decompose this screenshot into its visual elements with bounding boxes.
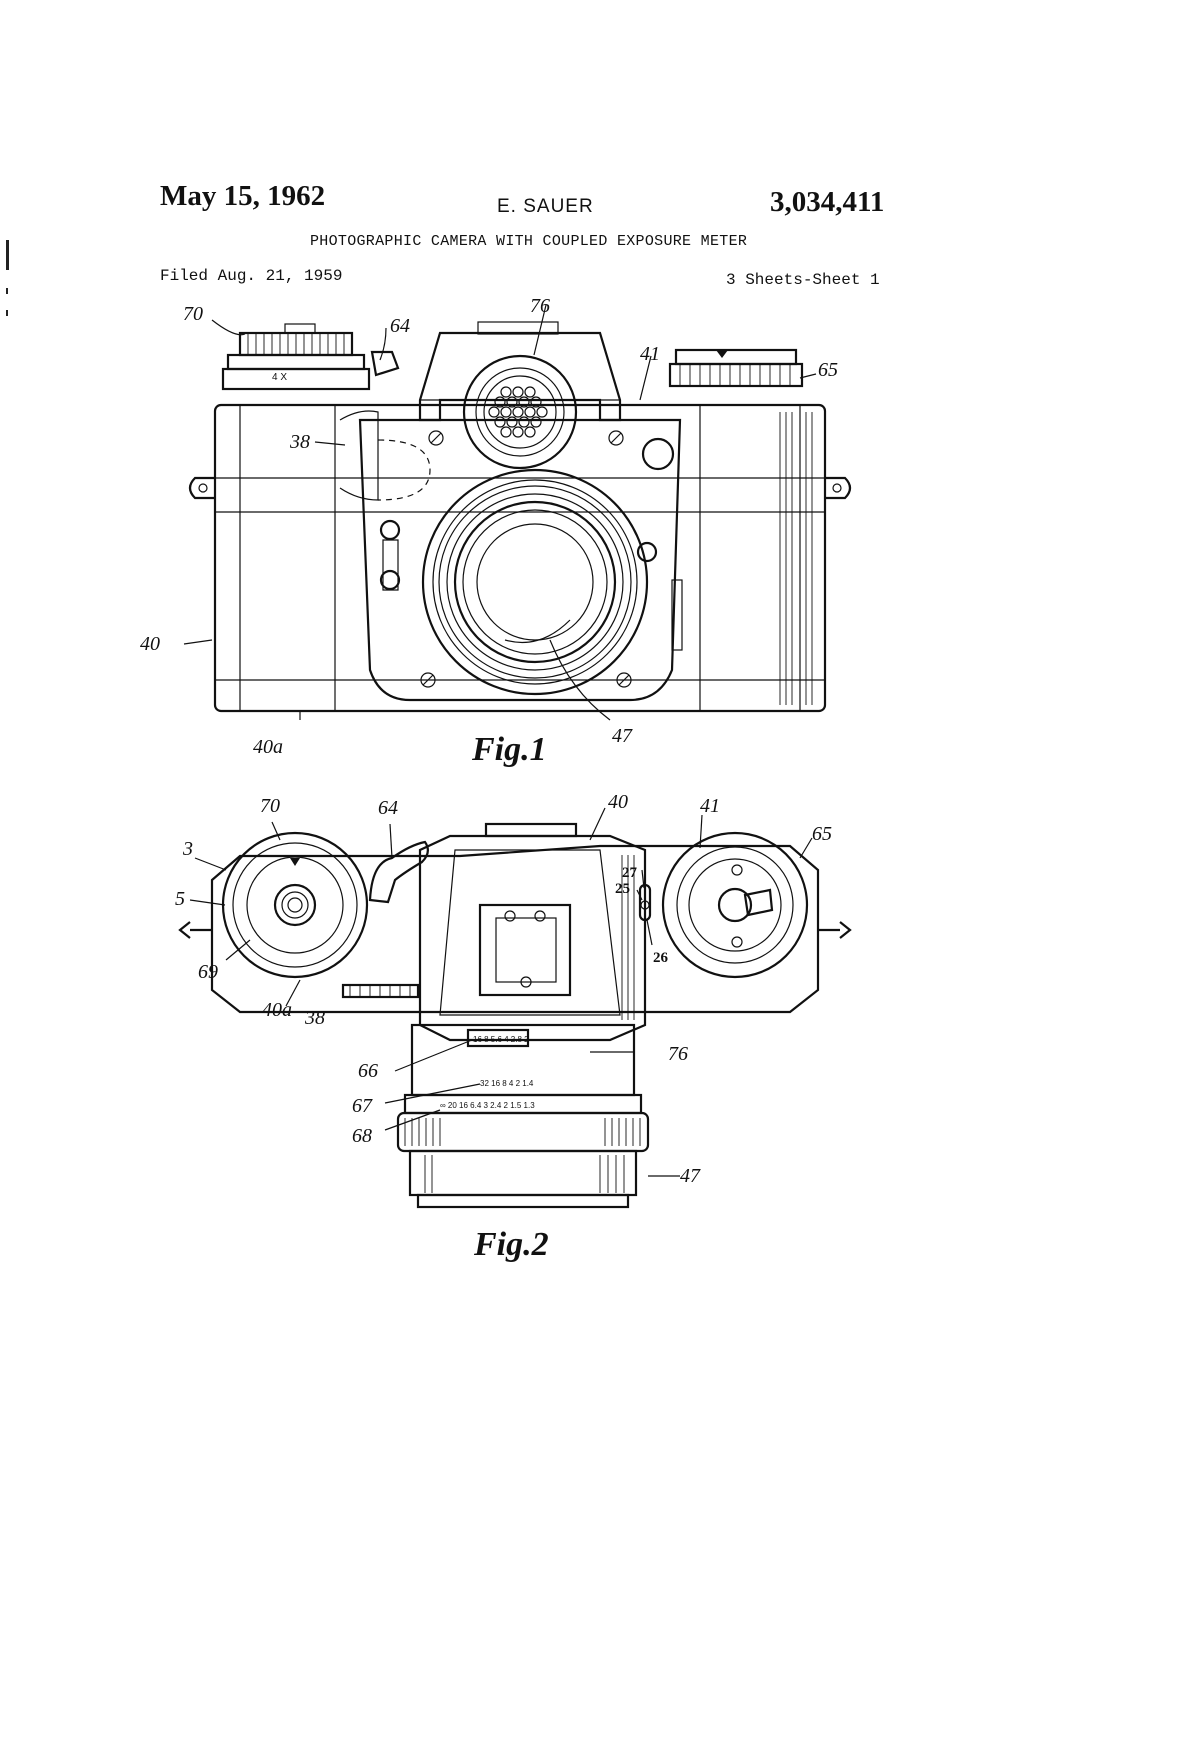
ref-67: 67 <box>352 1095 373 1117</box>
shutter-dial-left: 4 X <box>221 323 371 391</box>
figure-2-camera-top: 16 8 5.6 4 2.8 2 32 16 8 4 2 1.4 ∞ 20 16… <box>175 791 852 1263</box>
lens-side-view: 16 8 5.6 4 2.8 2 32 16 8 4 2 1.4 ∞ 20 16… <box>396 1023 650 1209</box>
ref-64-fig2: 64 <box>378 797 398 819</box>
fig-1-caption: Fig.1 <box>471 731 547 768</box>
figure-1-camera-front: 4 X <box>140 295 852 768</box>
ref-70-fig2: 70 <box>260 795 280 817</box>
ref-41-fig2: 41 <box>700 795 720 817</box>
patent-number: 3,034,411 <box>770 186 885 218</box>
reference-leaders-fig2 <box>189 807 813 1177</box>
screws <box>420 430 632 688</box>
sheet-count: 3 Sheets-Sheet 1 <box>726 271 880 289</box>
reference-leaders <box>183 304 817 721</box>
ref-25: 25 <box>615 881 630 897</box>
film-advance-dial-right <box>668 348 804 388</box>
ref-64: 64 <box>390 315 410 337</box>
ref-38-fig2: 38 <box>304 1007 325 1029</box>
ref-3: 3 <box>182 838 193 860</box>
lock-lever <box>638 883 652 922</box>
dial-scale-text: 4 X <box>272 372 287 383</box>
prism-top <box>418 822 647 1042</box>
patent-date: May 15, 1962 <box>160 180 326 212</box>
camera-body-front <box>188 403 852 713</box>
ref-69: 69 <box>198 961 218 983</box>
ref-41: 41 <box>640 343 660 365</box>
self-timer-lamp <box>641 437 675 471</box>
rewind-lever <box>370 350 400 377</box>
ref-47: 47 <box>612 725 633 747</box>
scan-mark <box>6 240 9 270</box>
ref-27: 27 <box>622 865 638 881</box>
release-knob-top <box>341 983 420 999</box>
ref-38: 38 <box>289 431 310 453</box>
shutter-dial-top <box>221 831 369 979</box>
ref-26: 26 <box>653 950 669 966</box>
inventor-name: E. SAUER <box>497 196 594 217</box>
meter-scale-text: 16 8 5.6 4 2.8 2 <box>473 1035 529 1044</box>
scan-mark <box>6 310 8 316</box>
ref-76-fig2: 76 <box>668 1043 688 1065</box>
release-knob <box>339 410 379 501</box>
ref-65-fig2: 65 <box>812 823 832 845</box>
camera-body-top <box>210 844 820 1014</box>
ref-65: 65 <box>818 359 838 381</box>
side-controls <box>379 519 683 651</box>
ref-47-fig2: 47 <box>680 1165 701 1187</box>
advance-dial-top <box>661 831 809 979</box>
distance-scale-text: ∞ 20 16 6.4 3 2.4 2 1.5 1.3 <box>440 1101 535 1110</box>
patent-title: PHOTOGRAPHIC CAMERA WITH COUPLED EXPOSUR… <box>310 233 748 250</box>
fig-2-caption: Fig.2 <box>473 1226 549 1263</box>
ref-40a: 40a <box>253 736 283 758</box>
ref-40-fig2: 40 <box>608 791 628 813</box>
lens-assembly <box>421 468 649 696</box>
aperture-scale-text: 32 16 8 4 2 1.4 <box>480 1079 534 1088</box>
filing-date: Filed Aug. 21, 1959 <box>160 267 343 285</box>
ref-66: 66 <box>358 1060 378 1082</box>
ref-70: 70 <box>183 303 203 325</box>
scan-mark <box>6 288 8 294</box>
ref-40: 40 <box>140 633 160 655</box>
ref-76: 76 <box>530 295 550 317</box>
ref-5: 5 <box>175 888 185 910</box>
lens-mount-plate <box>358 418 682 702</box>
photocell-window <box>462 354 578 470</box>
ref-68: 68 <box>352 1125 372 1147</box>
ref-40a-fig2: 40a <box>262 999 292 1021</box>
rewind-lever-top <box>368 840 429 904</box>
